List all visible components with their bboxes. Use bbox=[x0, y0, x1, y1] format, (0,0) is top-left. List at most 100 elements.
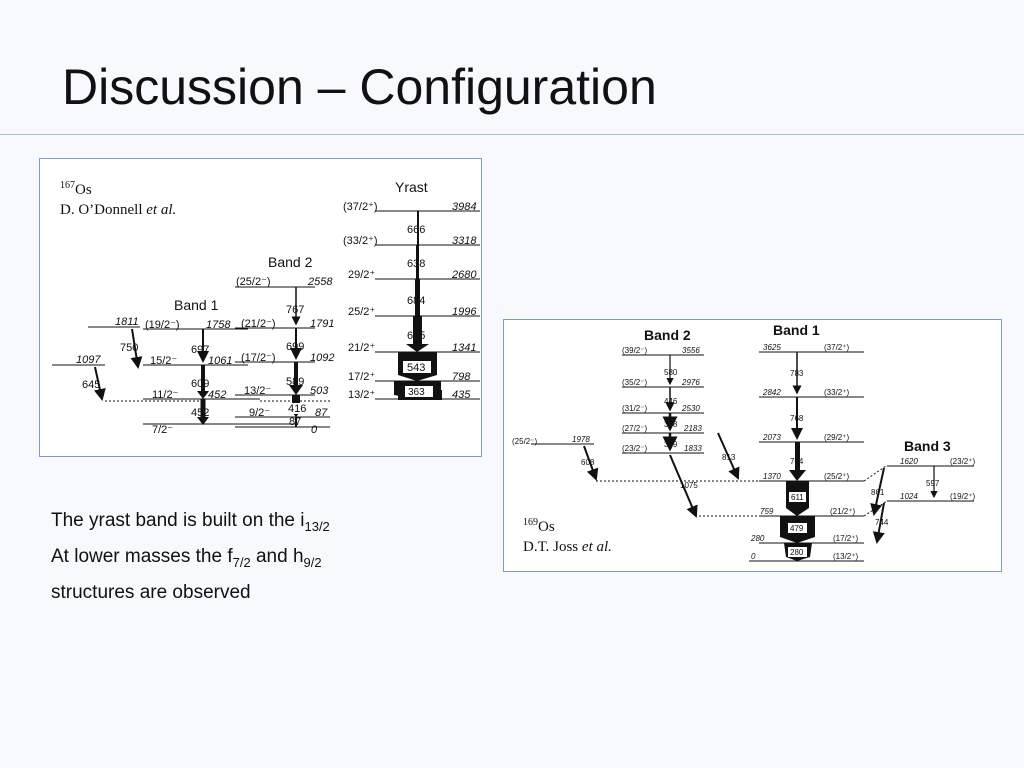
level-energy: 1341 bbox=[452, 342, 476, 354]
transition-energy: 348 bbox=[664, 420, 678, 429]
transition-energy: 608 bbox=[581, 458, 595, 467]
level-spin: (31/2⁻) bbox=[622, 404, 647, 413]
transition-energy: 452 bbox=[191, 407, 209, 419]
level-energy: 1811 bbox=[115, 316, 139, 328]
level-energy: 1370 bbox=[763, 472, 781, 481]
transition-energy: 479 bbox=[790, 524, 804, 533]
transition-energy: 699 bbox=[286, 341, 304, 353]
level-spin: (25/2⁻) bbox=[236, 276, 271, 288]
level-spin: (21/2⁻) bbox=[241, 318, 276, 330]
level-energy: 1097 bbox=[76, 354, 101, 366]
level-energy: 452 bbox=[208, 389, 226, 401]
level-spin: 7/2⁻ bbox=[152, 424, 173, 436]
transition-energy: 597 bbox=[926, 479, 940, 488]
level-energy: 1758 bbox=[206, 319, 231, 331]
level-spin: (17/2⁺) bbox=[833, 534, 858, 543]
level-energy: 2183 bbox=[683, 424, 702, 433]
level-spin: 11/2⁻ bbox=[152, 389, 179, 401]
level-spin: (35/2⁻) bbox=[622, 378, 647, 387]
transition-energy: 813 bbox=[722, 453, 736, 462]
mass-number: 169 bbox=[523, 517, 538, 528]
band2-side-and-decays: (25/2⁻) 1978 608 813 1075 bbox=[512, 432, 759, 518]
level-spin: (19/2⁺) bbox=[950, 492, 975, 501]
level-energy: 280 bbox=[750, 534, 765, 543]
transition-energy: 744 bbox=[875, 518, 889, 527]
level-spin: 29/2⁺ bbox=[348, 269, 375, 281]
level-energy: 87 bbox=[315, 407, 328, 419]
mass-number: 167 bbox=[60, 180, 75, 191]
transition-energy: 783 bbox=[790, 369, 804, 378]
side-levels: 1811 750 1097 645 bbox=[52, 316, 330, 402]
transition-energy: 611 bbox=[791, 493, 804, 502]
slide-title: Discussion – Configuration bbox=[62, 59, 657, 115]
level-energy: 1996 bbox=[452, 306, 477, 318]
transition-energy: 416 bbox=[288, 403, 306, 415]
yrast-transitions: 666 638 684 655 543 363 bbox=[394, 211, 442, 400]
transition-energy: 645 bbox=[82, 379, 100, 391]
level-spin: (23/2⁻) bbox=[622, 444, 647, 453]
text-line-1: The yrast band is built on the i13/2 bbox=[51, 510, 330, 534]
level-energy: 1791 bbox=[310, 318, 334, 330]
level-spin: (29/2⁺) bbox=[824, 433, 849, 442]
os169-scheme-svg: Band 2 Band 1 Band 3 3625 (37/2⁺) 2842 (… bbox=[512, 322, 975, 562]
os167-reference: 167Os D. O’Donnell et al. bbox=[60, 176, 176, 220]
level-energy: 2073 bbox=[762, 433, 781, 442]
transition-energy: 704 bbox=[790, 457, 804, 466]
level-energy: 3625 bbox=[763, 343, 781, 352]
level-spin: 21/2⁺ bbox=[348, 342, 375, 354]
discussion-text: The yrast band is built on the i13/2 At … bbox=[51, 506, 330, 608]
transition-energy: 580 bbox=[664, 368, 678, 377]
title-divider bbox=[0, 134, 1024, 135]
transition-energy: 589 bbox=[286, 376, 304, 388]
text-line-3: structures are observed bbox=[51, 581, 251, 603]
transition-energy: 638 bbox=[407, 258, 425, 270]
band3: 1620 (23/2⁺) 1024 (19/2⁺) 597 861 744 bbox=[863, 457, 975, 544]
band2-transitions: 580 446 348 349 bbox=[662, 355, 678, 452]
band1-transitions: 697 609 452 bbox=[191, 329, 209, 425]
level-energy: 3984 bbox=[452, 201, 476, 213]
band-title-band2: Band 2 bbox=[268, 254, 313, 270]
transition-energy: 767 bbox=[286, 304, 304, 316]
level-spin: 13/2⁻ bbox=[244, 385, 271, 397]
level-spin: (17/2⁻) bbox=[241, 352, 276, 364]
level-energy: 0 bbox=[751, 552, 756, 561]
level-energy: 1061 bbox=[208, 355, 232, 367]
level-energy: 1620 bbox=[900, 457, 918, 466]
author: D. O’Donnell bbox=[60, 202, 147, 218]
level-energy: 2680 bbox=[451, 269, 477, 281]
level-spin: (33/2⁺) bbox=[343, 235, 378, 247]
transition-energy: 684 bbox=[407, 295, 425, 307]
et-al: et al. bbox=[146, 202, 177, 218]
transition-energy: 363 bbox=[408, 387, 425, 398]
level-spin: 17/2⁺ bbox=[348, 371, 375, 383]
level-energy: 1978 bbox=[572, 435, 590, 444]
os167-level-scheme-figure: 167Os D. O’Donnell et al. Yrast Band 2 B… bbox=[39, 158, 482, 457]
text-line-2: At lower masses the f7/2 and h9/2 bbox=[51, 545, 322, 570]
level-spin: 13/2⁺ bbox=[348, 389, 375, 401]
level-spin: (25/2⁻) bbox=[512, 437, 537, 446]
level-energy: 2842 bbox=[762, 388, 781, 397]
band2-levels: (25/2⁻) 2558 (21/2⁻) 1791 (17/2⁻) 1092 1… bbox=[235, 276, 334, 436]
author: D.T. Joss bbox=[523, 539, 582, 555]
level-energy: 3318 bbox=[452, 235, 477, 247]
transition-energy: 666 bbox=[407, 224, 425, 236]
band-title-band1: Band 1 bbox=[773, 322, 820, 338]
level-energy: 1833 bbox=[684, 444, 702, 453]
level-spin: (19/2⁻) bbox=[145, 319, 180, 331]
transition-energy: 750 bbox=[120, 342, 138, 354]
level-spin: (37/2⁺) bbox=[824, 343, 849, 352]
transition-energy: 87 bbox=[289, 416, 301, 428]
level-spin: 15/2⁻ bbox=[150, 355, 177, 367]
band-title-band2: Band 2 bbox=[644, 327, 691, 343]
transition-energy: 280 bbox=[790, 548, 804, 557]
level-spin: 9/2⁻ bbox=[249, 407, 270, 419]
transition-energy: 697 bbox=[191, 344, 209, 356]
os167-scheme-svg: Yrast Band 2 Band 1 (37/2⁺) 3984 (33/2⁺)… bbox=[52, 179, 480, 436]
transition-energy: 609 bbox=[191, 378, 209, 390]
transition-energy: 768 bbox=[790, 414, 804, 423]
transition-energy: 861 bbox=[871, 488, 885, 497]
band-title-band3: Band 3 bbox=[904, 438, 951, 454]
level-energy: 2976 bbox=[681, 378, 700, 387]
os169-level-scheme-figure: Band 2 Band 1 Band 3 3625 (37/2⁺) 2842 (… bbox=[503, 319, 1002, 572]
transition-energy: 543 bbox=[407, 362, 425, 374]
